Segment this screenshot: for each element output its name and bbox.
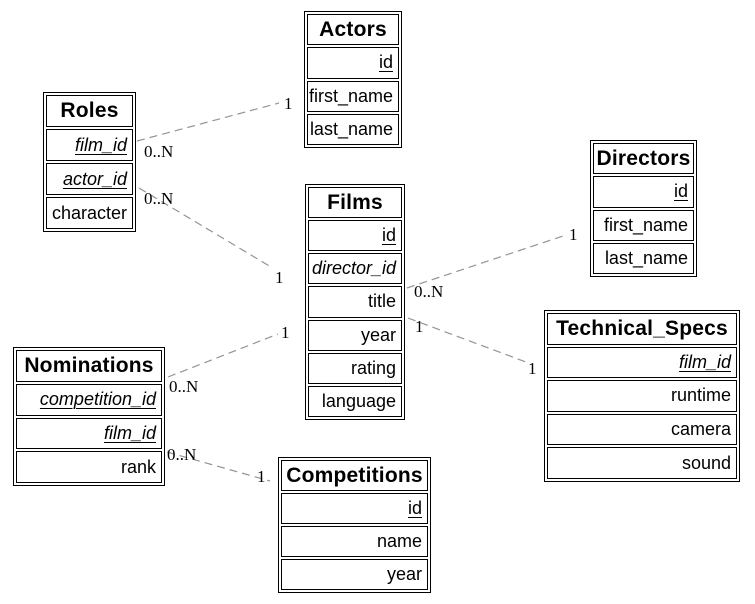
cardinality-label: 0..N [144,189,174,208]
field-year: year [308,319,402,351]
field-competition_id: competition_id [16,383,162,416]
field-character: character [46,197,133,229]
field-label: film_id [678,351,731,372]
field-label: sound [681,452,731,473]
field-label: year [386,564,422,584]
entity-title-directors: Directors [593,143,694,175]
relationship-line-roles-actors [136,102,280,142]
field-label: film_id [103,422,156,443]
field-language: language [308,385,402,417]
field-label: director_id [311,258,396,279]
field-year: year [281,559,428,590]
field-label: id [381,225,396,246]
field-label: actor_id [62,168,127,189]
field-id: id [307,47,399,79]
cardinality-label: 1 [415,317,424,336]
field-last_name: last_name [307,113,399,145]
entity-roles: Roles film_id actor_id character [43,92,136,232]
entity-title-actors: Actors [307,14,399,46]
field-sound: sound [547,447,737,479]
entity-title-roles: Roles [46,95,133,127]
cardinality-label: 0..N [167,445,197,464]
field-label: language [321,390,396,411]
entity-title-nominations: Nominations [16,350,162,382]
field-label: competition_id [39,389,156,410]
entity-title-competitions: Competitions [281,460,428,491]
cardinality-label: 0..N [144,142,174,161]
field-film_id: film_id [16,417,162,450]
field-label: rank [120,456,156,477]
entity-directors: Directors id first_name last_name [590,140,697,277]
field-camera: camera [547,413,737,446]
field-rating: rating [308,352,402,384]
field-first_name: first_name [593,209,694,241]
cardinality-label: 1 [569,225,578,244]
field-title: title [308,286,402,318]
field-label: last_name [309,118,393,139]
field-label: title [367,291,396,312]
field-id: id [281,493,428,524]
field-label: first_name [603,214,688,235]
field-label: id [378,52,393,73]
field-id: id [308,220,402,252]
field-label: id [407,498,422,518]
field-label: rating [350,357,396,378]
cardinality-label: 1 [528,359,537,378]
field-label: film_id [74,134,127,155]
field-name: name [281,526,428,557]
field-first_name: first_name [307,80,399,112]
relationship-line-films-technical_specs [407,317,527,363]
field-label: year [360,324,396,345]
field-film_id: film_id [46,129,133,161]
field-label: id [673,181,688,202]
cardinality-label: 1 [257,467,266,486]
field-label: camera [670,419,731,440]
cardinality-label: 1 [284,94,293,113]
relationship-line-nominations-competitions [166,451,271,482]
field-rank: rank [16,451,162,483]
field-director_id: director_id [308,253,402,285]
field-last_name: last_name [593,242,694,274]
field-label: character [51,202,127,223]
cardinality-label: 1 [281,323,290,342]
field-id: id [593,176,694,208]
entity-title-technical_specs: Technical_Specs [547,313,737,345]
field-label: runtime [670,385,731,406]
relationship-line-films-directors [406,234,567,289]
entity-competitions: Competitions id name year [278,457,431,593]
cardinality-label: 0..N [414,282,444,301]
field-label: last_name [604,247,688,268]
field-actor_id: actor_id [46,163,133,195]
relationship-line-nominations-films [167,333,279,378]
entity-title-films: Films [308,187,402,219]
field-film_id: film_id [547,346,737,379]
field-label: name [376,531,422,551]
cardinality-label: 1 [275,268,284,287]
field-runtime: runtime [547,380,737,412]
cardinality-label: 0..N [169,377,199,396]
field-label: first_name [308,85,393,106]
entity-actors: Actors id first_name last_name [304,11,402,148]
